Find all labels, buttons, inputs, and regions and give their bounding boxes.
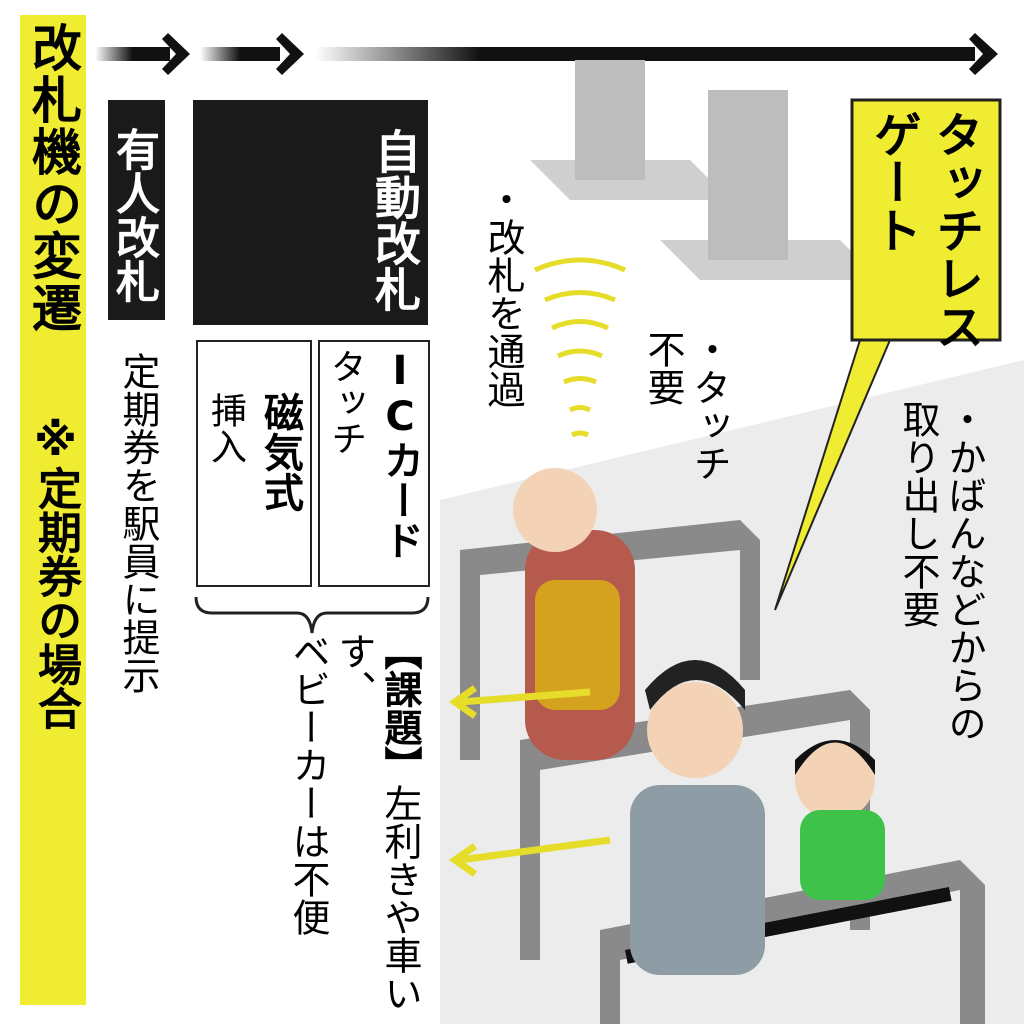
callout xyxy=(774,98,1002,611)
touchless-label-1: タッチレス xyxy=(927,110,983,350)
issue-line-1: 左利きや車いす、 xyxy=(332,632,422,1012)
magnetic-desc: 挿入 xyxy=(205,392,246,464)
issue-line-2: ベビーカーは不便 xyxy=(286,632,330,936)
magnetic-title: 磁気式 xyxy=(257,392,303,512)
child xyxy=(795,740,885,900)
point-no-takeout-1: ・かばんなどからの xyxy=(942,400,986,742)
point-no-touch-1: ・タッチ xyxy=(687,330,731,482)
issue-heading: 【課題】 xyxy=(378,632,422,784)
point-no-takeout-2: 取り出し不要 xyxy=(896,400,940,628)
ic-desc: タッチ xyxy=(325,348,366,456)
issue-text: 【課題】左利きや車いす、 ベビーカーは不便 xyxy=(285,632,423,1024)
point-pass: ・改札を通過 xyxy=(481,180,525,408)
ic-title: ICカード xyxy=(377,348,423,560)
wireless-signal-icon xyxy=(533,257,627,438)
touchless-gate-illustration xyxy=(440,60,1024,1024)
arrow-1 xyxy=(95,33,190,75)
magnetic-box: 磁気式 挿入 xyxy=(196,340,312,587)
point-no-touch: ・タッチ不要 xyxy=(640,330,732,482)
point-no-touch-2: 不要 xyxy=(641,330,685,406)
touchless-label: タッチレスゲート xyxy=(862,110,986,350)
man xyxy=(630,660,765,975)
manned-gate-label: 有人改札 xyxy=(108,100,165,320)
exit-arrow-icon xyxy=(448,685,611,877)
woman xyxy=(513,468,635,760)
manned-gate-desc: 定期券を駅員に提示 xyxy=(116,352,160,694)
arrow-2 xyxy=(200,33,304,75)
point-no-takeout: ・かばんなどからの取り出し不要 xyxy=(895,400,987,742)
timeline-arrows xyxy=(95,33,998,75)
page-title: 改札機の変遷 xyxy=(24,22,82,334)
title-bar xyxy=(20,15,86,1005)
note: ※定期券の場合 xyxy=(30,415,81,730)
touchless-label-2: ゲート xyxy=(865,110,921,254)
auto-gate-label: 自動改札 xyxy=(193,100,428,325)
arrow-3 xyxy=(315,33,998,75)
pillar xyxy=(530,60,880,280)
brace xyxy=(194,596,430,634)
ic-box: ICカード タッチ xyxy=(318,340,430,587)
